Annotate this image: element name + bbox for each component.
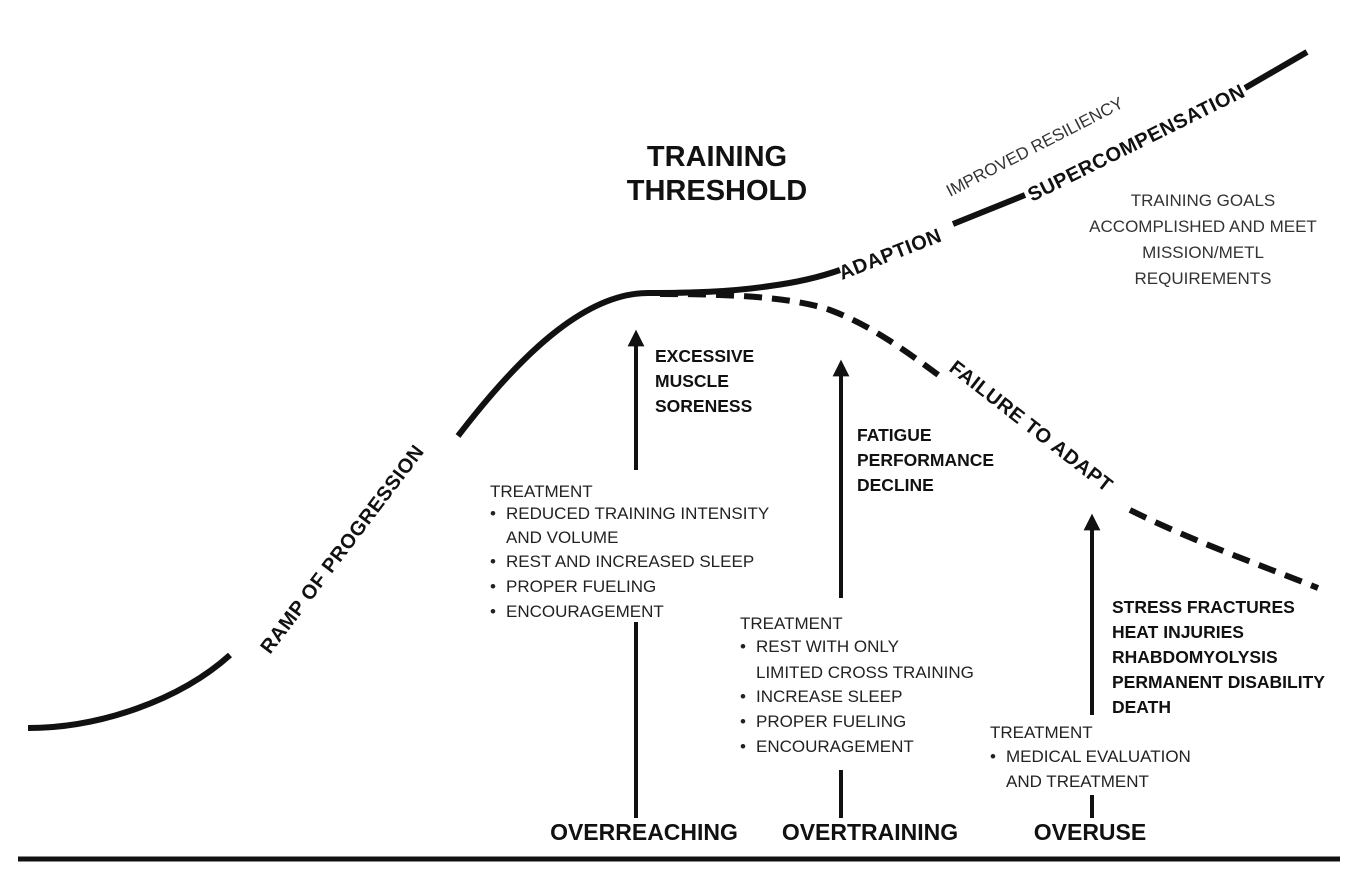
adaption-label: ADAPTION [836, 225, 945, 285]
overreaching-treatment-line: PROPER FUELING [506, 577, 656, 596]
stage-overtraining: FATIGUE PERFORMANCE DECLINE TREATMENT • … [740, 359, 994, 845]
overreaching-treatment-line: AND VOLUME [506, 528, 618, 547]
overreaching-treatment-line: REST AND INCREASED SLEEP [506, 552, 754, 571]
bullet-dot: • [740, 637, 746, 656]
overuse-treatment-line: MEDICAL EVALUATION [1006, 747, 1191, 766]
ramp-curve-upper [455, 267, 841, 438]
bullet-dot: • [740, 712, 746, 731]
bullet-dot: • [740, 737, 746, 756]
overuse-symptom: HEAT INJURIES [1112, 622, 1244, 642]
bullet-dot: • [490, 577, 496, 596]
overtraining-treatment-line: INCREASE SLEEP [756, 687, 902, 706]
overtraining-symptom: FATIGUE [857, 425, 932, 445]
stage-overuse: STRESS FRACTURES HEAT INJURIES RHABDOMYO… [990, 513, 1325, 845]
goals-line: REQUIREMENTS [1135, 269, 1272, 288]
overtraining-symptom: PERFORMANCE [857, 450, 994, 470]
training-goals: TRAINING GOALS ACCOMPLISHED AND MEET MIS… [1089, 191, 1317, 288]
title-line-1: TRAINING [647, 141, 787, 173]
overuse-symptom: RHABDOMYOLYSIS [1112, 647, 1278, 667]
stage-overreaching: EXCESSIVE MUSCLE SORENESS TREATMENT • RE… [490, 329, 769, 845]
overuse-treatment-line: AND TREATMENT [1006, 772, 1149, 791]
overtraining-treatment-line: LIMITED CROSS TRAINING [756, 663, 974, 682]
bullet-dot: • [490, 504, 496, 523]
overuse-symptom: STRESS FRACTURES [1112, 597, 1295, 617]
overreaching-symptom: SORENESS [655, 396, 752, 416]
bullet-dot: • [740, 687, 746, 706]
bullet-dot: • [990, 747, 996, 766]
bullet-dot: • [490, 602, 496, 621]
stage-label-overtraining: OVERTRAINING [782, 819, 958, 845]
goals-line: ACCOMPLISHED AND MEET [1089, 217, 1317, 236]
stage-label-overreaching: OVERREACHING [550, 819, 738, 845]
overtraining-treatment-line: REST WITH ONLY [756, 637, 899, 656]
overreaching-symptom: EXCESSIVE [655, 346, 754, 366]
ramp-of-progression-label: RAMP OF PROGRESSION [256, 441, 428, 658]
overreaching-treatment-line: REDUCED TRAINING INTENSITY [506, 504, 769, 523]
title-line-2: THRESHOLD [627, 175, 807, 207]
bullet-dot: • [490, 552, 496, 571]
overtraining-treatment-heading: TREATMENT [740, 614, 843, 633]
ramp-curve-lower [27, 652, 233, 731]
overuse-symptom: DEATH [1112, 697, 1171, 717]
overreaching-treatment-line: ENCOURAGEMENT [506, 602, 664, 621]
overreaching-treatment-heading: TREATMENT [490, 482, 593, 501]
overtraining-symptom: DECLINE [857, 475, 934, 495]
overtraining-treatment-line: ENCOURAGEMENT [756, 737, 914, 756]
goals-line: MISSION/METL [1142, 243, 1264, 262]
stage-label-overuse: OVERUSE [1034, 819, 1146, 845]
overtraining-treatment-line: PROPER FUELING [756, 712, 906, 731]
failure-dashed-curve-lower [1128, 507, 1320, 591]
overuse-treatment-heading: TREATMENT [990, 723, 1093, 742]
adaption-line [951, 192, 1027, 227]
failure-dashed-curve-upper [659, 291, 947, 383]
failure-to-adapt-label: FAILURE TO ADAPT [945, 357, 1117, 497]
supercompensation-line-end [1243, 49, 1309, 91]
goals-line: TRAINING GOALS [1131, 191, 1276, 210]
overreaching-symptom: MUSCLE [655, 371, 729, 391]
overuse-symptom: PERMANENT DISABILITY [1112, 672, 1325, 692]
